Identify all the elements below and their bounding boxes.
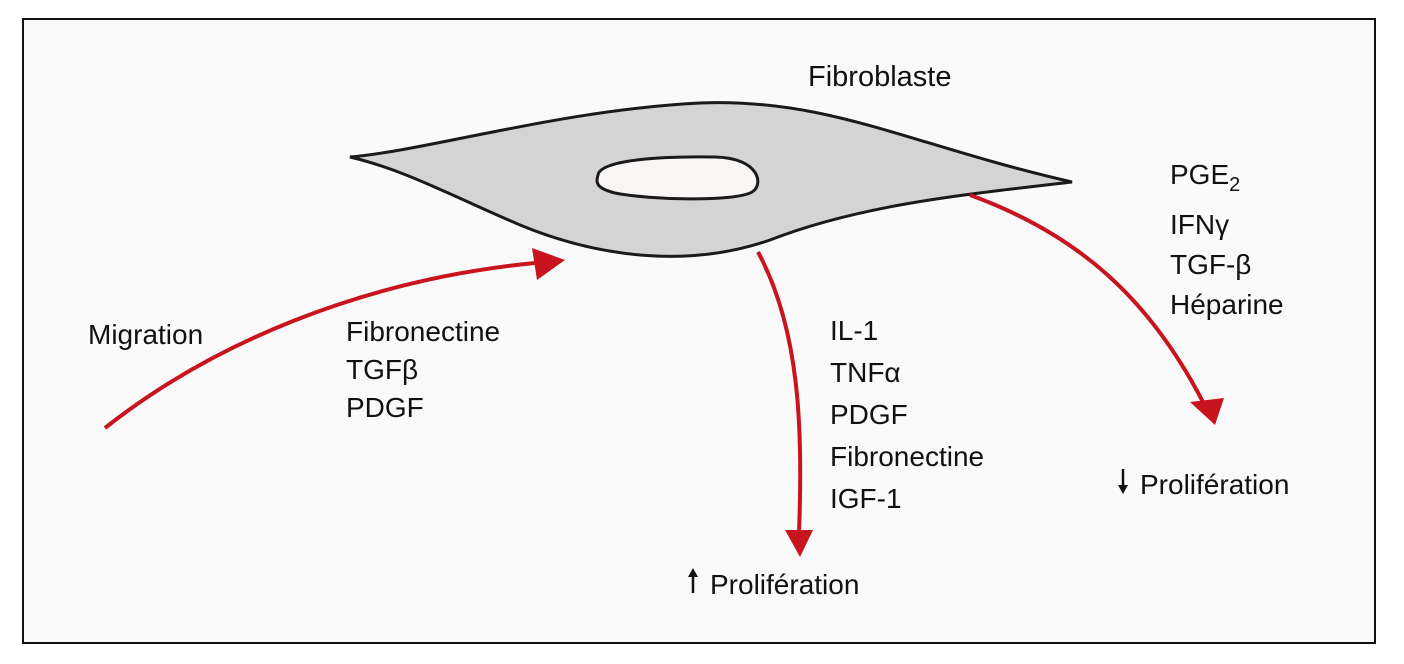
factor-fibronectine-2: Fibronectine: [830, 441, 985, 472]
proliferation-down-arrow-line: [969, 193, 1205, 403]
factor-pge2-subscript: 2: [1229, 174, 1241, 196]
migration-arrowhead: [532, 248, 565, 280]
factor-tnfa: TNFα: [830, 357, 901, 388]
proliferation-down-arrowhead: [1190, 398, 1224, 425]
proliferation-up-arrow-line: [756, 251, 803, 533]
factor-ifng: IFNγ: [1170, 209, 1230, 240]
factor-pge2-base: PGE: [1170, 159, 1230, 190]
migration-factors-list: Fibronectine TGFβ PDGF: [346, 315, 500, 425]
factor-tgfb: TGFβ: [346, 354, 419, 385]
arrow-up-icon: [686, 568, 700, 604]
factor-pdgf: PDGF: [346, 392, 424, 423]
proliferation-up-label: Prolifération: [686, 568, 859, 604]
factor-heparine: Héparine: [1170, 289, 1284, 320]
factor-igf1: IGF-1: [830, 483, 902, 514]
diagram-title: Fibroblaste: [808, 61, 952, 93]
migration-arrow-line: [103, 261, 536, 430]
factor-pdgf-2: PDGF: [830, 399, 908, 430]
factor-tgf-b: TGF-β: [1170, 249, 1252, 280]
proliferation-down-text: Prolifération: [1140, 469, 1290, 500]
factor-pge2: PGE2: [1170, 158, 1284, 202]
proliferation-up-text: Prolifération: [710, 569, 860, 600]
proliferation-down-factors-list: PGE2 IFNγ TGF-β Héparine: [1170, 158, 1284, 322]
migration-label: Migration: [88, 319, 204, 350]
factor-fibronectine: Fibronectine: [346, 316, 501, 347]
proliferation-up-arrowhead: [785, 530, 813, 557]
fibroblast-nucleus: [595, 155, 760, 201]
arrow-down-icon: [1116, 468, 1130, 504]
factor-il1: IL-1: [830, 315, 879, 346]
proliferation-down-label: Prolifération: [1116, 468, 1289, 504]
proliferation-up-factors-list: IL-1 TNFα PDGF Fibronectine IGF-1: [830, 314, 984, 516]
